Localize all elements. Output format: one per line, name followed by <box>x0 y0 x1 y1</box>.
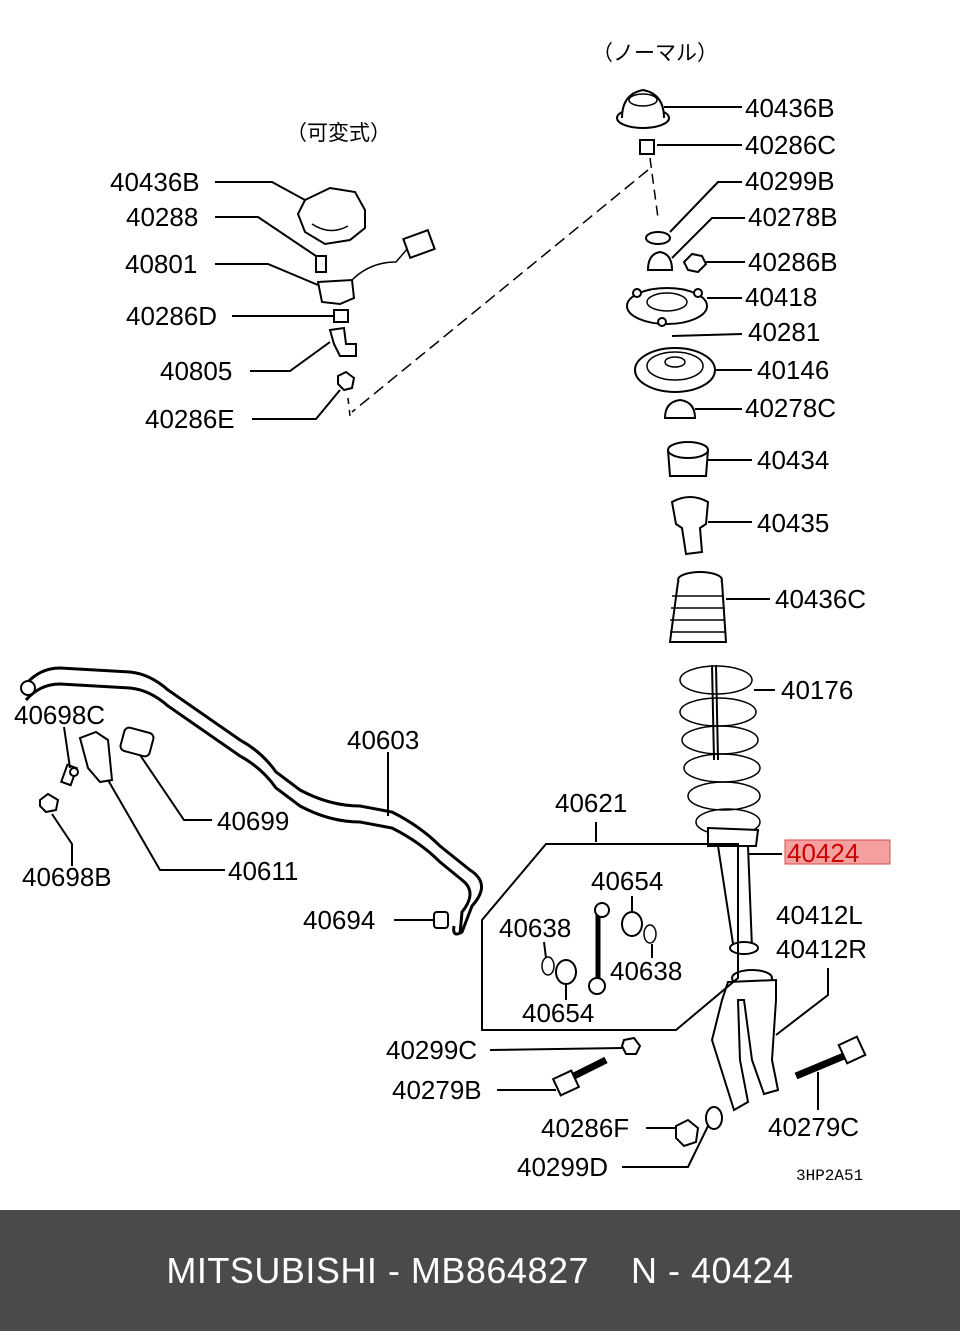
label-40418: 40418 <box>745 282 817 312</box>
washer-40299C <box>620 1036 642 1055</box>
highlight-box-40424 <box>784 839 891 865</box>
footer-part-number: MB864827 <box>410 1249 590 1291</box>
bump-stop-cup-40434 <box>666 441 710 477</box>
bushing-40278C <box>663 398 697 419</box>
label-40603: 40603 <box>347 725 419 755</box>
label-40436C: 40436C <box>775 584 866 614</box>
bushing-40699 <box>119 726 155 758</box>
label-40299B: 40299B <box>745 166 835 196</box>
nut-40698B <box>39 792 60 814</box>
nut-40286E <box>337 370 356 392</box>
label-40654-top: 40654 <box>591 866 663 896</box>
label-40436B-left: 40436B <box>110 167 200 197</box>
parts-diagram: （ノーマル） （可変式） 40436B 40286C 40299B 40278B… <box>14 42 891 1185</box>
bolt-40279B <box>551 1056 608 1097</box>
label-40278C: 40278C <box>745 393 836 423</box>
label-40286C: 40286C <box>745 130 836 160</box>
washer-40299D <box>705 1106 723 1130</box>
bushing-40278B <box>646 250 674 271</box>
footer-brand: MITSUBISHI <box>166 1249 378 1291</box>
label-40424[interactable]: 40424 <box>787 838 859 868</box>
label-40638-left: 40638 <box>499 913 571 943</box>
label-40299D: 40299D <box>517 1152 608 1182</box>
footer-gap <box>589 1250 631 1292</box>
label-40286B: 40286B <box>748 247 838 277</box>
bolt-40698C <box>59 763 79 787</box>
label-40699: 40699 <box>217 806 289 836</box>
label-40299C: 40299C <box>386 1035 477 1065</box>
stabilizer-bar-40603 <box>20 666 483 936</box>
label-40288: 40288 <box>126 202 198 232</box>
label-40286E: 40286E <box>145 404 235 434</box>
label-40698B: 40698B <box>22 862 112 892</box>
label-40805: 40805 <box>160 356 232 386</box>
strut-mount-40436B <box>616 88 670 129</box>
nut-40286B <box>682 252 708 274</box>
spring-seat-40146 <box>634 347 716 393</box>
upper-mount-40418 <box>626 287 708 327</box>
bushing-40694 <box>433 911 449 929</box>
dust-boot-40436C <box>668 571 728 643</box>
bracket-40805 <box>328 326 357 357</box>
label-40279B: 40279B <box>392 1075 482 1105</box>
label-40434: 40434 <box>757 445 829 475</box>
bolt-40279C <box>794 1035 867 1080</box>
nut-40286D <box>333 309 349 323</box>
actuator-40801 <box>316 228 436 306</box>
strut-40424 <box>707 826 760 955</box>
label-40412L: 40412L <box>776 900 863 930</box>
footer-sep-1: - <box>377 1249 411 1291</box>
label-40694: 40694 <box>303 905 375 935</box>
label-40638-right: 40638 <box>610 956 682 986</box>
bracket-40611 <box>78 730 114 784</box>
link-kit-box <box>481 843 739 1031</box>
label-40176: 40176 <box>781 675 853 705</box>
nut-40286F <box>675 1118 700 1148</box>
part-footer: MITSUBISHI - MB864827 N - 40424 <box>0 1210 960 1331</box>
header-variable: （可変式） <box>286 122 391 145</box>
label-40278B: 40278B <box>748 202 838 232</box>
label-40279C: 40279C <box>768 1112 859 1142</box>
label-40435: 40435 <box>757 508 829 538</box>
label-40146: 40146 <box>757 355 829 385</box>
bump-stop-40435 <box>670 496 710 556</box>
label-40286F: 40286F <box>541 1113 629 1143</box>
label-40621: 40621 <box>555 788 627 818</box>
label-40436B-top: 40436B <box>745 93 835 123</box>
drawing-code: 3HP2A51 <box>796 1167 863 1185</box>
washer-40299B <box>645 231 671 245</box>
footer-ref: N - 40424 <box>631 1249 794 1291</box>
label-40611: 40611 <box>228 856 298 886</box>
variable-mount-40436B <box>296 186 366 246</box>
label-40654-bottom: 40654 <box>522 998 594 1028</box>
label-40281: 40281 <box>748 317 820 347</box>
label-40698C: 40698C <box>14 700 105 730</box>
coil-spring-40176 <box>679 664 761 836</box>
nut-40286C <box>639 139 655 155</box>
label-40412R: 40412R <box>776 934 867 964</box>
label-40286D: 40286D <box>126 301 217 331</box>
knuckle-40412 <box>710 969 780 1112</box>
header-normal: （ノーマル） <box>592 42 718 65</box>
bolt-40288 <box>315 255 327 273</box>
label-40801: 40801 <box>125 249 197 279</box>
